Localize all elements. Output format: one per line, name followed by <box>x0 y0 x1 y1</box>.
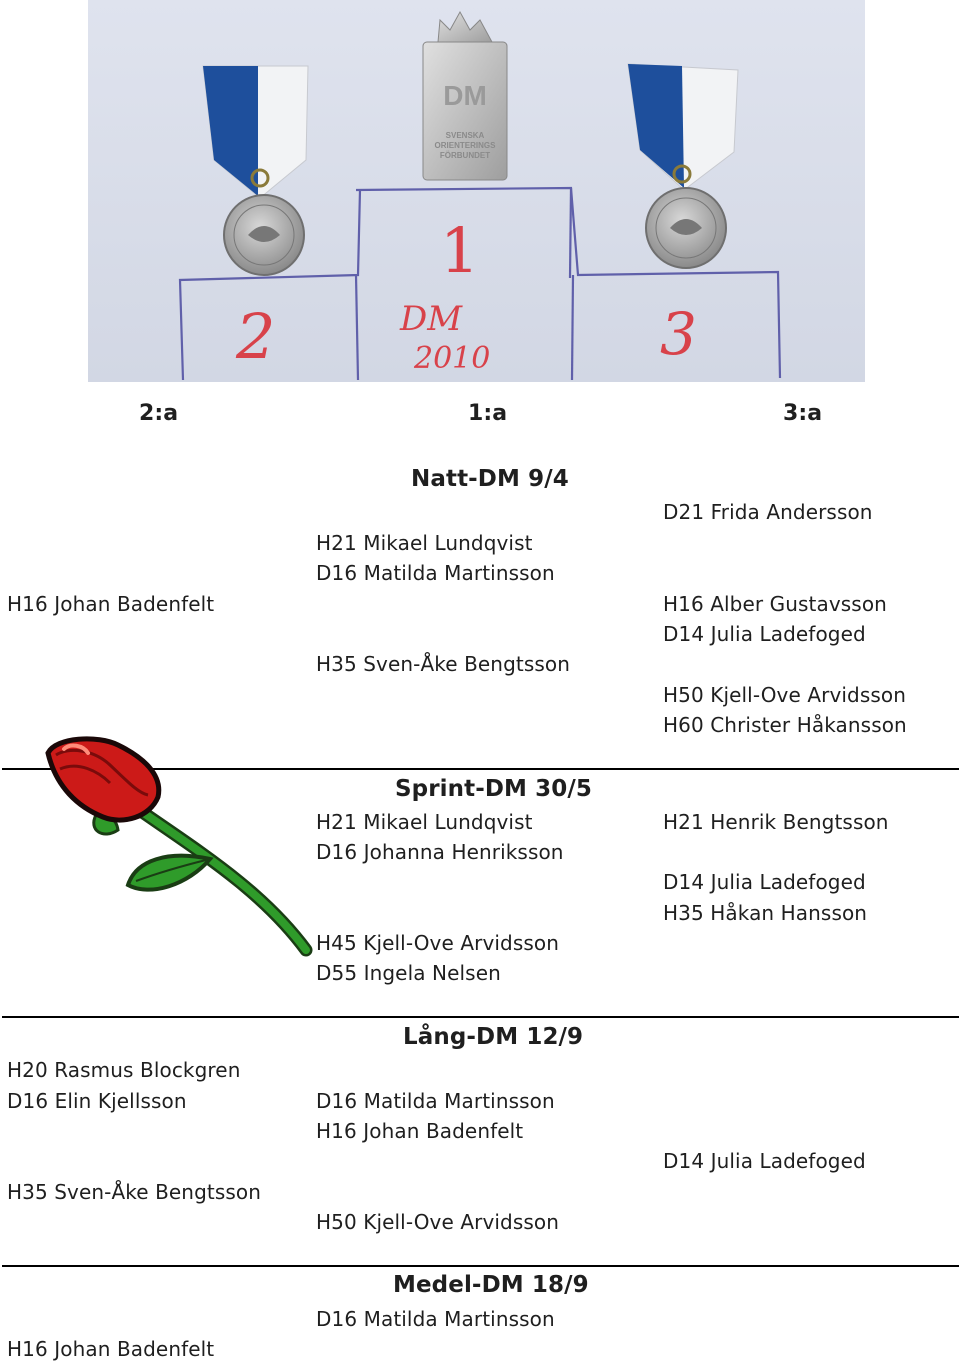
natt-third-1: D21 Frida Andersson <box>663 500 873 524</box>
section-title-sprint: Sprint-DM 30/5 <box>395 776 592 802</box>
natt-second-1: H16 Johan Badenfelt <box>7 592 215 616</box>
natt-first-3: H35 Sven-Åke Bengtsson <box>316 652 570 676</box>
sprint-third-2: D14 Julia Ladefoged <box>663 870 866 894</box>
dm-plaque: DM SVENSKA ORIENTERINGS FÖRBUNDET <box>422 10 508 181</box>
lang-second-1: H20 Rasmus Blockgren <box>7 1058 241 1082</box>
medel-first-1: D16 Matilda Martinsson <box>316 1307 555 1331</box>
place-2-mark: 2 <box>235 300 275 373</box>
lang-first-2: H16 Johan Badenfelt <box>316 1119 524 1143</box>
plaque-line-2: ORIENTERINGS <box>435 141 497 150</box>
sprint-first-1: H21 Mikael Lundqvist <box>316 810 533 834</box>
lang-second-3: H35 Sven-Åke Bengtsson <box>7 1180 261 1204</box>
section-title-lang: Lång-DM 12/9 <box>403 1024 584 1050</box>
written-dm: DM <box>399 299 463 339</box>
medals-photo: DM SVENSKA ORIENTERINGS FÖRBUNDET 1 2 3 … <box>88 0 865 382</box>
plaque-line-1: SVENSKA <box>446 131 485 140</box>
section-title-medel: Medel-DM 18/9 <box>393 1272 589 1298</box>
natt-first-1: H21 Mikael Lundqvist <box>316 531 533 555</box>
natt-third-4: H50 Kjell-Ove Arvidsson <box>663 683 906 707</box>
sprint-first-3: H45 Kjell-Ove Arvidsson <box>316 931 559 955</box>
section-divider <box>2 1265 959 1267</box>
plaque-line-3: FÖRBUNDET <box>440 151 490 160</box>
rose-clipart <box>45 736 313 957</box>
lang-third-1: D14 Julia Ladefoged <box>663 1149 866 1173</box>
sprint-third-1: H21 Henrik Bengtsson <box>663 810 889 834</box>
plaque-dm-text: DM <box>443 80 487 111</box>
written-year: 2010 <box>413 341 490 376</box>
section-divider <box>2 768 959 770</box>
sprint-third-3: H35 Håkan Hansson <box>663 901 868 925</box>
place-3-mark: 3 <box>660 300 697 368</box>
place-1-mark: 1 <box>440 214 479 287</box>
section-title-natt: Natt-DM 9/4 <box>411 466 569 492</box>
sprint-first-2: D16 Johanna Henriksson <box>316 840 564 864</box>
lang-first-3: H50 Kjell-Ove Arvidsson <box>316 1210 559 1234</box>
bronze-medal <box>627 63 739 269</box>
natt-third-5: H60 Christer Håkansson <box>663 713 907 737</box>
natt-first-2: D16 Matilda Martinsson <box>316 561 555 585</box>
lang-first-1: D16 Matilda Martinsson <box>316 1089 555 1113</box>
heading-third-place: 3:a <box>783 401 823 426</box>
sprint-first-4: D55 Ingela Nelsen <box>316 961 501 985</box>
medel-second-1: H16 Johan Badenfelt <box>7 1337 215 1361</box>
natt-third-2: H16 Alber Gustavsson <box>663 592 887 616</box>
lang-second-2: D16 Elin Kjellsson <box>7 1089 187 1113</box>
heading-first-place: 1:a <box>468 401 508 426</box>
heading-second-place: 2:a <box>139 401 179 426</box>
section-divider <box>2 1016 959 1018</box>
natt-third-3: D14 Julia Ladefoged <box>663 622 866 646</box>
silver-medal <box>202 65 309 276</box>
